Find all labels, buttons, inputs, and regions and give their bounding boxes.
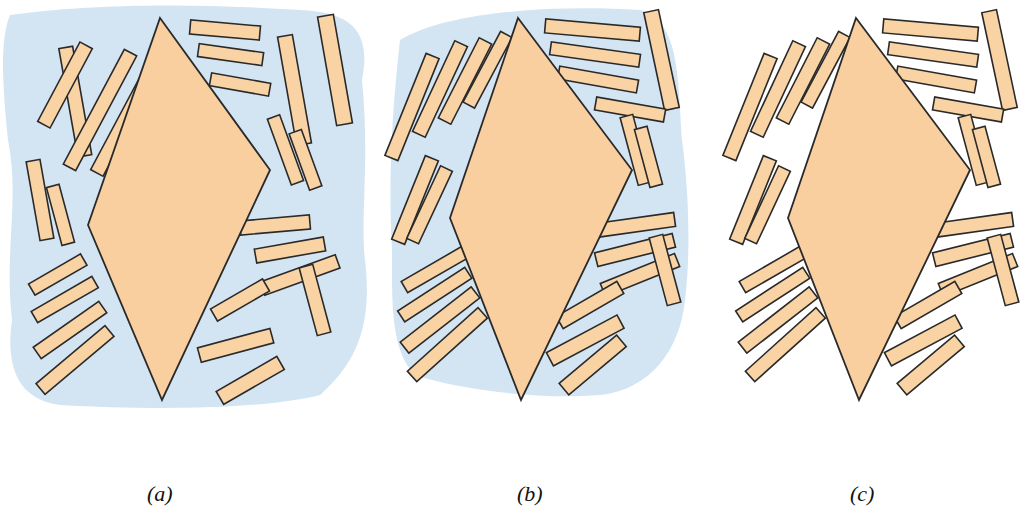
panel-label: (a): [147, 481, 173, 507]
panel-label: (c): [850, 481, 874, 507]
panel-label: (b): [517, 481, 543, 507]
